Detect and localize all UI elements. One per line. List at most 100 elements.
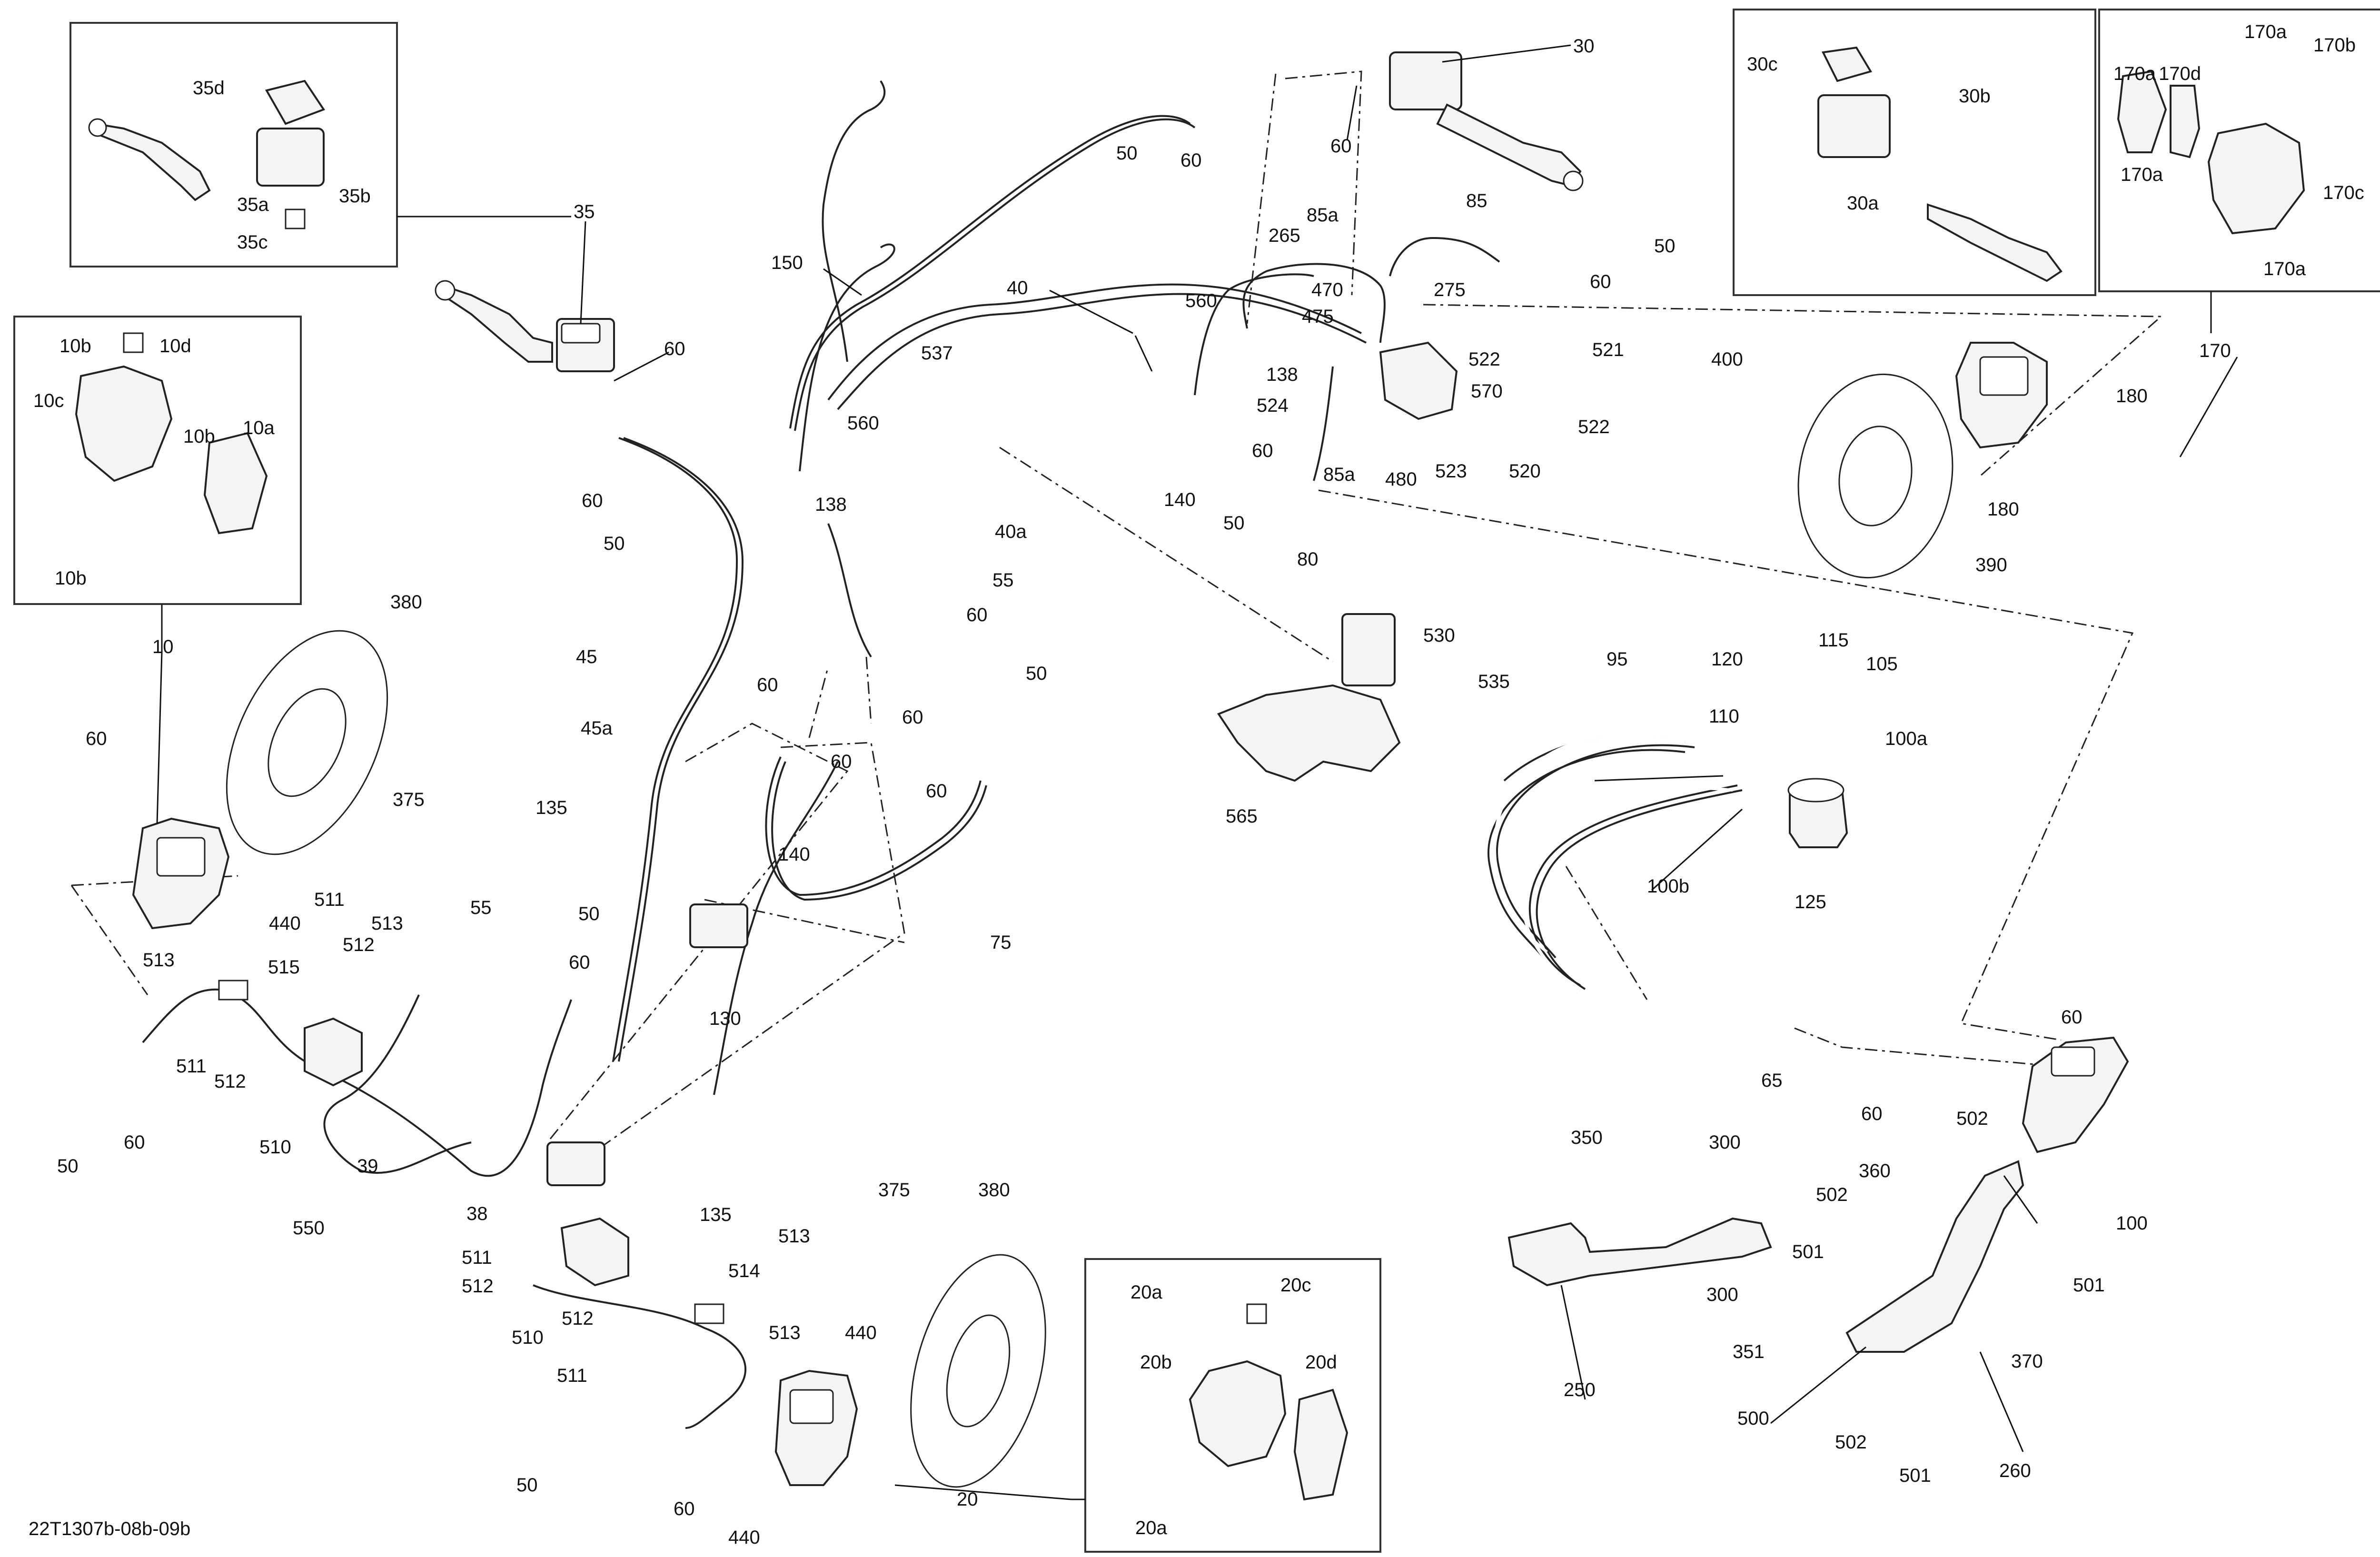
callout-523: 523 (1435, 461, 1467, 482)
reservoir-100a (1787, 778, 1848, 848)
callout-502-top: 502 (1956, 1108, 1988, 1129)
callout-85: 85 (1466, 190, 1488, 211)
callout-80: 80 (1297, 549, 1319, 570)
callout-475: 475 (1302, 306, 1334, 327)
callout-60-j: 60 (831, 751, 852, 772)
callout-570: 570 (1471, 381, 1503, 402)
callout-511-b: 511 (176, 1056, 207, 1077)
callout-40: 40 (1007, 278, 1028, 298)
callout-75: 75 (990, 932, 1012, 953)
callout-135-top: 135 (536, 797, 567, 818)
brake-pedal-250 (1507, 1217, 1772, 1287)
callout-10a: 10a (243, 417, 275, 438)
callout-45: 45 (576, 646, 597, 667)
disc-380-front-left (226, 630, 388, 855)
callout-20b: 20b (1140, 1352, 1172, 1373)
callout-350: 350 (1571, 1127, 1603, 1148)
sensor-brackets (218, 980, 724, 1324)
callout-10c: 10c (33, 390, 64, 411)
caliper-20 (774, 1369, 858, 1486)
callout-180-right: 180 (2116, 386, 2148, 407)
callout-522-bottom: 522 (1578, 417, 1610, 437)
callout-60-p: 60 (2061, 1007, 2082, 1028)
callout-100: 100 (2116, 1213, 2148, 1234)
callout-20a-top: 20a (1130, 1282, 1162, 1303)
master-cylinder-35 (435, 280, 615, 372)
inset-frame-30 (1733, 9, 2096, 296)
callout-135-bottom: 135 (700, 1204, 732, 1225)
callout-375-left: 375 (393, 789, 425, 810)
callout-95: 95 (1606, 649, 1628, 670)
callout-50-a: 50 (1116, 143, 1138, 164)
callout-50-c: 50 (1223, 513, 1245, 534)
callout-250: 250 (1564, 1379, 1596, 1400)
diagram-code: 22T1307b-08b-09b (29, 1518, 190, 1539)
inset-frame-20 (1084, 1258, 1381, 1553)
callout-500: 500 (1737, 1408, 1769, 1429)
callout-125: 125 (1795, 892, 1826, 912)
callout-60-o: 60 (674, 1498, 695, 1519)
callout-170b: 170b (2313, 35, 2356, 56)
callout-511-a: 511 (314, 889, 345, 910)
callout-85a-top: 85a (1307, 205, 1339, 226)
inset-170-parts (2117, 70, 2305, 235)
callout-170a-upper: 170a (2244, 21, 2287, 42)
callout-60-q: 60 (1861, 1103, 1883, 1124)
callout-512-c: 512 (462, 1276, 494, 1297)
callout-labels: 30 30c 30b 30a 35d 35a 35b 35c 35 10b 10… (33, 21, 2364, 1548)
callout-550: 550 (293, 1218, 325, 1239)
callout-510-a: 510 (259, 1137, 291, 1158)
callout-10d: 10d (159, 336, 191, 357)
callout-512-a: 512 (343, 934, 375, 955)
callout-60-d: 60 (1252, 440, 1273, 461)
callout-515: 515 (268, 957, 300, 978)
callout-375-right: 375 (878, 1180, 910, 1200)
callout-10b-mid: 10b (183, 426, 215, 447)
callout-60-b: 60 (1330, 136, 1352, 157)
callout-110: 110 (1709, 706, 1739, 727)
callout-535: 535 (1478, 671, 1510, 692)
callout-300-bottom: 300 (1706, 1284, 1738, 1305)
callout-55-top: 55 (992, 570, 1014, 591)
callout-260: 260 (1999, 1460, 2031, 1481)
callout-60-l: 60 (926, 781, 947, 802)
callout-10b-bottom: 10b (55, 568, 87, 589)
inset-30-parts (1817, 46, 2063, 282)
callout-138-top: 138 (1266, 364, 1298, 385)
callout-530: 530 (1423, 625, 1455, 646)
callout-138-left: 138 (815, 494, 847, 515)
callout-60-c: 60 (1590, 271, 1611, 292)
callout-105: 105 (1866, 654, 1898, 674)
callout-115: 115 (1818, 630, 1849, 651)
callout-20d: 20d (1305, 1352, 1337, 1373)
callout-565: 565 (1226, 806, 1258, 827)
callout-514: 514 (728, 1260, 760, 1281)
callout-520: 520 (1509, 461, 1541, 482)
callout-60-m: 60 (569, 952, 590, 973)
callout-560-top: 560 (1185, 290, 1217, 311)
callout-512-d: 512 (562, 1308, 594, 1329)
callout-50-b: 50 (1654, 236, 1676, 257)
callout-130: 130 (709, 1008, 741, 1029)
callout-10: 10 (152, 636, 174, 657)
construction-lines (70, 70, 2163, 1162)
callout-390: 390 (1975, 555, 2007, 575)
callout-360: 360 (1859, 1160, 1891, 1181)
callout-65: 65 (1761, 1070, 1783, 1091)
callout-35d: 35d (193, 78, 225, 99)
callout-20a-bottom: 20a (1135, 1517, 1167, 1538)
callout-510-b: 510 (512, 1327, 544, 1348)
callout-524: 524 (1257, 395, 1289, 416)
callout-513-a: 513 (371, 913, 403, 934)
callout-513-c: 513 (778, 1226, 810, 1247)
callout-30: 30 (1573, 36, 1595, 57)
callout-55-left: 55 (470, 897, 492, 918)
callout-265: 265 (1269, 225, 1300, 246)
callout-60-k: 60 (86, 728, 107, 749)
abs-bracket-565 (1217, 613, 1401, 782)
callout-10b-top: 10b (60, 336, 91, 357)
inset-20-parts (1189, 1303, 1349, 1501)
leader-lines (156, 44, 2238, 1500)
callout-501-top: 501 (1792, 1241, 1824, 1262)
callout-120: 120 (1711, 649, 1743, 670)
